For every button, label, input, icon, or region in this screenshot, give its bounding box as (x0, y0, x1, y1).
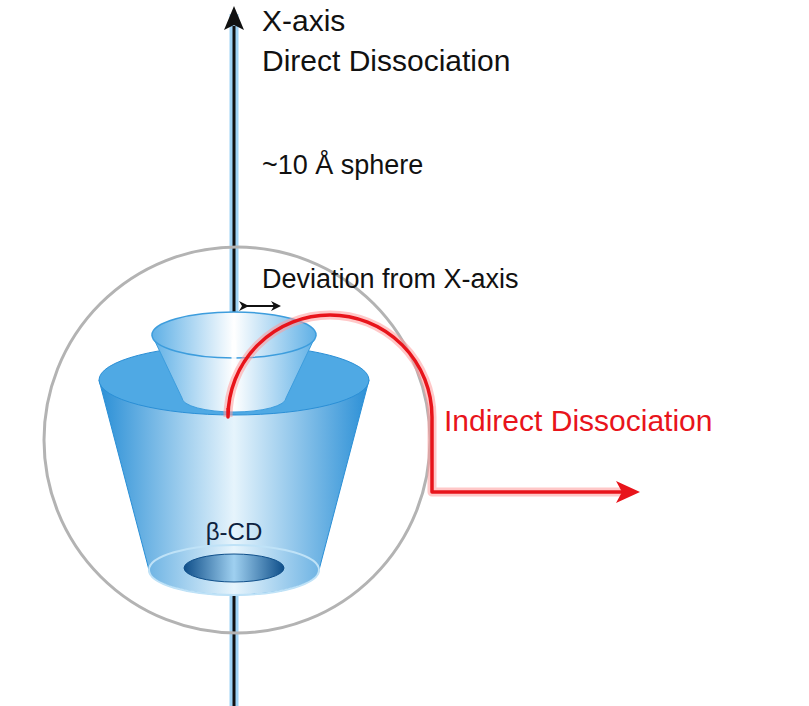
cone-bottom-rim (149, 545, 319, 595)
molecule-label: β-CD (206, 518, 262, 546)
cone-bottom-hole (184, 554, 284, 582)
axis-label: X-axis (262, 4, 345, 39)
axis-glow (230, 585, 239, 706)
sphere-outline (44, 247, 430, 633)
indirect-dissociation-label: Indirect Dissociation (444, 404, 712, 439)
deviation-arrow (244, 305, 276, 307)
indirect-path-glow (228, 315, 628, 492)
x-axis-arrowhead (224, 6, 244, 30)
indirect-path (228, 315, 628, 492)
indirect-arrowhead (616, 481, 640, 503)
sphere-label: ~10 Å sphere (262, 150, 423, 181)
x-axis-line (233, 26, 236, 335)
axis-glow (230, 14, 239, 335)
x-axis-line (233, 585, 236, 706)
direct-dissociation-label: Direct Dissociation (262, 44, 510, 79)
deviation-label: Deviation from X-axis (262, 264, 519, 295)
